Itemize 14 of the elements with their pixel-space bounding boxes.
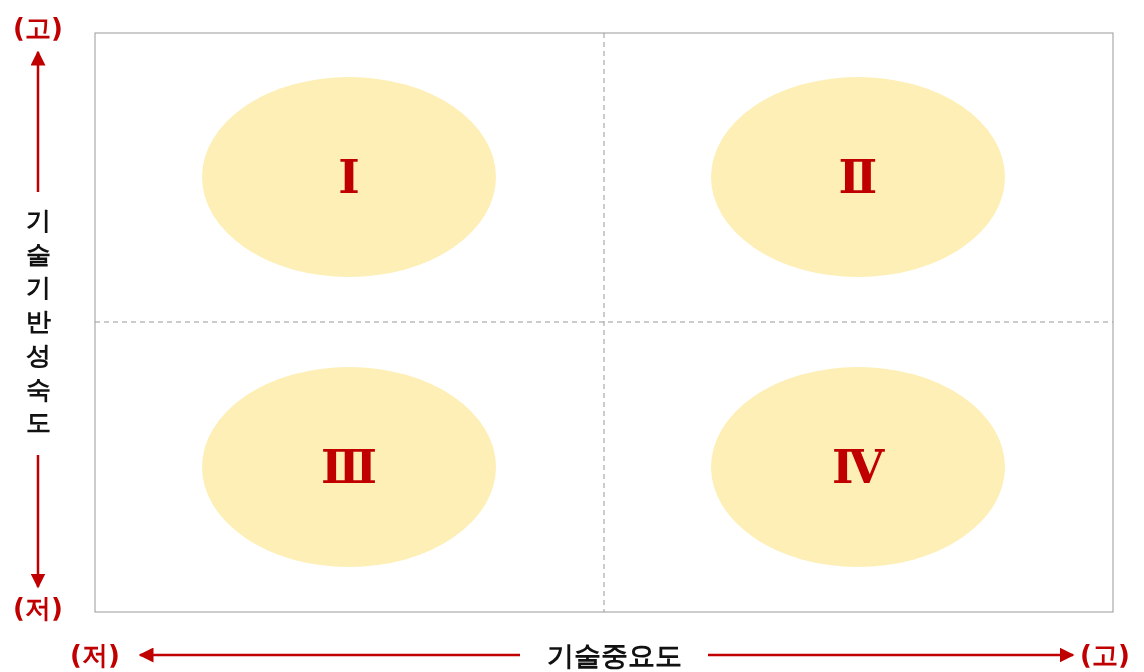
axis-title: 기술기반성숙도 <box>24 204 52 440</box>
quadrant-ellipse <box>711 367 1005 567</box>
axis-end-label: (고) <box>1080 642 1130 668</box>
quadrant-number: Ⅲ <box>321 444 377 490</box>
quadrant-ellipse <box>711 77 1005 277</box>
axis-title: 기술중요도 <box>546 641 682 669</box>
quadrant-number: Ⅳ <box>831 444 885 490</box>
quadrant-ellipse <box>202 367 496 567</box>
axis-end-label: (고) <box>13 15 63 41</box>
quadrant-number: Ⅱ <box>838 154 878 200</box>
quadrant-ellipse <box>202 77 496 277</box>
axis-end-label: (저) <box>70 642 120 668</box>
quadrant-number: Ⅰ <box>338 154 360 200</box>
axis-end-label: (저) <box>13 595 63 621</box>
